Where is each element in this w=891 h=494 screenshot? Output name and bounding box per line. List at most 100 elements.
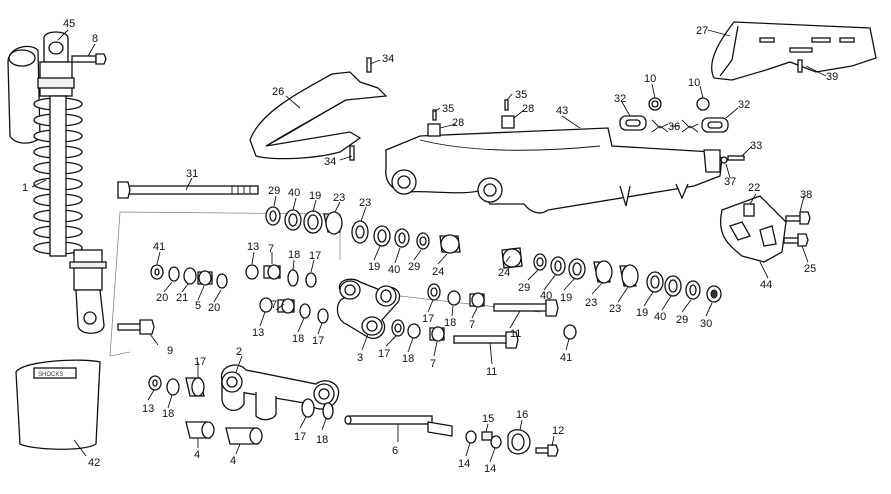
washer-37 [720, 156, 728, 164]
callout-20b: 20 [208, 302, 220, 314]
spacer-sleeves-4 [185, 421, 263, 445]
callout-17d: 17 [422, 313, 434, 325]
callout-36: 36 [668, 121, 680, 133]
callout-40d: 40 [654, 311, 666, 323]
callout-31: 31 [186, 168, 198, 180]
callout-3: 3 [357, 352, 363, 364]
callout-1: 1 [22, 182, 28, 194]
bag-label: SHOCKS [38, 372, 63, 378]
callout-5: 5 [195, 300, 201, 312]
callout-19a: 19 [309, 190, 321, 202]
callout-13b: 13 [252, 327, 264, 339]
callout-2: 2 [236, 346, 242, 358]
callout-labels: 45 8 1 9 42 26 34 34 31 29 40 19 23 23 1… [22, 18, 838, 475]
callout-7b: 7 [271, 299, 277, 311]
slider-screw-bottom [349, 145, 355, 161]
callout-10a: 10 [644, 73, 656, 85]
callout-17c: 17 [378, 348, 390, 360]
callout-40c: 40 [540, 290, 552, 302]
rocker-bearing-row-a [150, 264, 317, 289]
callout-33: 33 [750, 140, 762, 152]
callout-28b: 28 [522, 103, 534, 115]
spacer-15 [481, 431, 493, 441]
bearing-stack-left [265, 206, 461, 254]
callout-18c: 18 [402, 353, 414, 365]
bracket-28b [501, 115, 515, 129]
washer-14a [465, 430, 477, 444]
callout-7a: 7 [268, 243, 274, 255]
swingarm-pivot-bolt [117, 181, 259, 199]
rear-shock-absorber [7, 31, 107, 334]
washer-14b [490, 435, 502, 449]
chain-guide [719, 195, 787, 263]
callout-17e: 17 [194, 356, 206, 368]
link-bolt-upper [493, 299, 559, 317]
callout-19b: 19 [368, 261, 380, 273]
callout-11a: 11 [510, 328, 521, 340]
callout-25: 25 [804, 263, 816, 275]
bearing-stack-right [501, 247, 722, 303]
callout-18f: 18 [316, 434, 328, 446]
chain-guard [711, 21, 877, 81]
callout-4b: 4 [230, 455, 236, 467]
link-left-bushings [148, 375, 334, 420]
swingarm [385, 115, 723, 214]
callout-23a: 23 [333, 192, 345, 204]
callout-17a: 17 [309, 250, 321, 262]
callout-18b: 18 [292, 333, 304, 345]
callout-32b: 32 [738, 99, 750, 111]
documentation-bag: SHOCKS [15, 359, 101, 450]
link-bolt-lower [453, 331, 519, 349]
cap-16 [507, 429, 531, 455]
callout-8: 8 [92, 33, 98, 45]
callout-29b: 29 [408, 261, 420, 273]
callout-23c: 23 [585, 297, 597, 309]
guard-screw-39 [797, 59, 803, 73]
callout-13a: 13 [247, 241, 259, 253]
chain-slider [249, 71, 388, 160]
callout-30: 30 [700, 318, 712, 330]
slider-screw-top [366, 57, 372, 73]
callout-12: 12 [552, 425, 564, 437]
callout-16: 16 [516, 409, 528, 421]
screw-33 [727, 155, 745, 161]
shock-top-bolt [71, 53, 107, 65]
callout-14a: 14 [458, 458, 470, 470]
callout-18e: 18 [162, 408, 174, 420]
callout-42: 42 [88, 457, 100, 469]
callout-40a: 40 [288, 187, 300, 199]
callout-35b: 35 [515, 89, 527, 101]
callout-18d: 18 [444, 317, 456, 329]
guide-bolt-25 [783, 233, 809, 247]
callout-15: 15 [482, 413, 494, 425]
rocker-pivot-pin [344, 415, 453, 437]
callout-26: 26 [272, 86, 284, 98]
callout-6: 6 [392, 445, 398, 457]
callout-39: 39 [826, 71, 838, 83]
callout-32a: 32 [614, 93, 626, 105]
callout-7c: 7 [430, 358, 436, 370]
shock-bottom-bolt [117, 319, 155, 335]
callout-24b: 24 [498, 267, 510, 279]
callout-44: 44 [760, 279, 772, 291]
callout-19c: 19 [560, 292, 572, 304]
callout-18a: 18 [288, 249, 300, 261]
callout-10b: 10 [688, 77, 700, 89]
washer-41 [563, 324, 577, 340]
bracket-28a [427, 123, 441, 137]
callout-37: 37 [724, 176, 736, 188]
callout-40b: 40 [388, 264, 400, 276]
callout-35a: 35 [442, 103, 454, 115]
bolt-12 [535, 444, 559, 457]
screw-35b [504, 99, 509, 111]
callout-9: 9 [167, 345, 173, 357]
screw-35a [432, 109, 437, 121]
callout-21: 21 [176, 292, 188, 304]
callout-38: 38 [800, 189, 812, 201]
rocker-right-bushings [391, 283, 485, 342]
callout-4a: 4 [194, 449, 200, 461]
callout-28a: 28 [452, 117, 464, 129]
guide-bolt-38 [785, 211, 811, 225]
callout-27: 27 [696, 25, 708, 37]
